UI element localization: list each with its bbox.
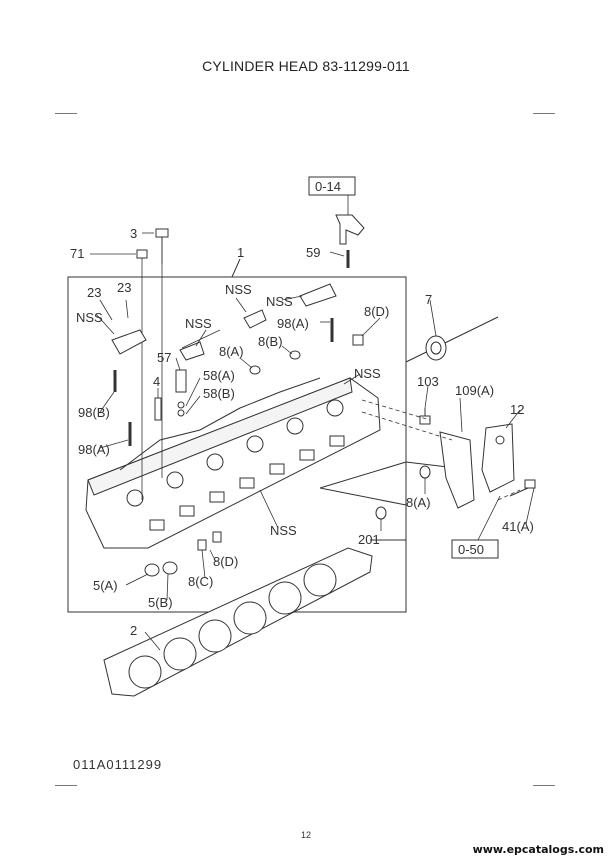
- bolt-41a: [509, 479, 536, 497]
- callout-nss-3: NSS: [76, 310, 103, 325]
- ref-box-0-14: [308, 176, 356, 196]
- callout-2: 2: [130, 623, 137, 638]
- callout-nss-1: NSS: [225, 282, 252, 297]
- ring-201: [375, 506, 387, 520]
- callout-12: 12: [510, 402, 524, 417]
- callout-8d-bottom: 8(D): [213, 554, 238, 569]
- cap-7: [425, 335, 447, 361]
- plugs-8: [197, 334, 431, 551]
- ref-box-0-50: [451, 539, 499, 559]
- callout-8c: 8(C): [188, 574, 213, 589]
- callout-98a-left: 98(A): [78, 442, 110, 457]
- cylinder-head-block: [85, 377, 381, 549]
- callout-41a: 41(A): [502, 519, 534, 534]
- callout-8d-top: 8(D): [364, 304, 389, 319]
- callout-nss-4: NSS: [185, 316, 212, 331]
- callout-7: 7: [425, 292, 432, 307]
- page-title: CYLINDER HEAD 83-11299-011: [202, 58, 410, 74]
- bracket-109a: [439, 431, 475, 509]
- plate-12: [481, 423, 515, 493]
- rocker-brackets: [111, 283, 337, 361]
- page-number: 12: [300, 830, 311, 840]
- ref-label-0-50: 0-50: [458, 542, 484, 557]
- callout-8b: 8(B): [258, 334, 283, 349]
- callout-23-left: 23: [87, 285, 101, 300]
- dowel-4: [154, 397, 162, 421]
- seals-5: [144, 561, 178, 577]
- port-openings: [149, 435, 345, 531]
- callout-57: 57: [157, 350, 171, 365]
- callout-5b: 5(B): [148, 595, 173, 610]
- crop-mark-bottom-right: [533, 785, 555, 786]
- callout-4: 4: [153, 374, 160, 389]
- studs-98: [113, 318, 334, 446]
- nut-71: [136, 249, 148, 259]
- callout-98b: 98(B): [78, 405, 110, 420]
- callout-59: 59: [306, 245, 320, 260]
- diagram-code: 011A0111299: [73, 757, 163, 772]
- bracket-0-14: [335, 214, 365, 245]
- crop-mark-top-right: [533, 113, 555, 114]
- callout-8a-right: 8(A): [406, 495, 431, 510]
- callout-98a-top: 98(A): [277, 316, 309, 331]
- ref-label-0-14: 0-14: [315, 179, 341, 194]
- head-gasket: [103, 547, 373, 697]
- callout-103: 103: [417, 374, 439, 389]
- callout-23-right: 23: [117, 280, 131, 295]
- crop-mark-top-left: [55, 113, 77, 114]
- callout-58a: 58(A): [203, 368, 235, 383]
- callout-201: 201: [358, 532, 380, 547]
- crop-mark-bottom-left: [55, 785, 77, 786]
- callout-nss-5: NSS: [354, 366, 381, 381]
- callout-3: 3: [130, 226, 137, 241]
- callout-nss-6: NSS: [270, 523, 297, 538]
- callout-5a: 5(A): [93, 578, 118, 593]
- valve-seats: [126, 399, 344, 507]
- bolt-3: [155, 228, 169, 264]
- sleeve-57: [175, 369, 187, 417]
- callout-8a-top: 8(A): [219, 344, 244, 359]
- callout-71: 71: [70, 246, 84, 261]
- callout-109a: 109(A): [455, 383, 494, 398]
- watermark: www.epcatalogs.com: [472, 843, 604, 856]
- bolt-103: [419, 408, 431, 425]
- callout-nss-2: NSS: [266, 294, 293, 309]
- callout-1: 1: [237, 245, 244, 260]
- callout-58b: 58(B): [203, 386, 235, 401]
